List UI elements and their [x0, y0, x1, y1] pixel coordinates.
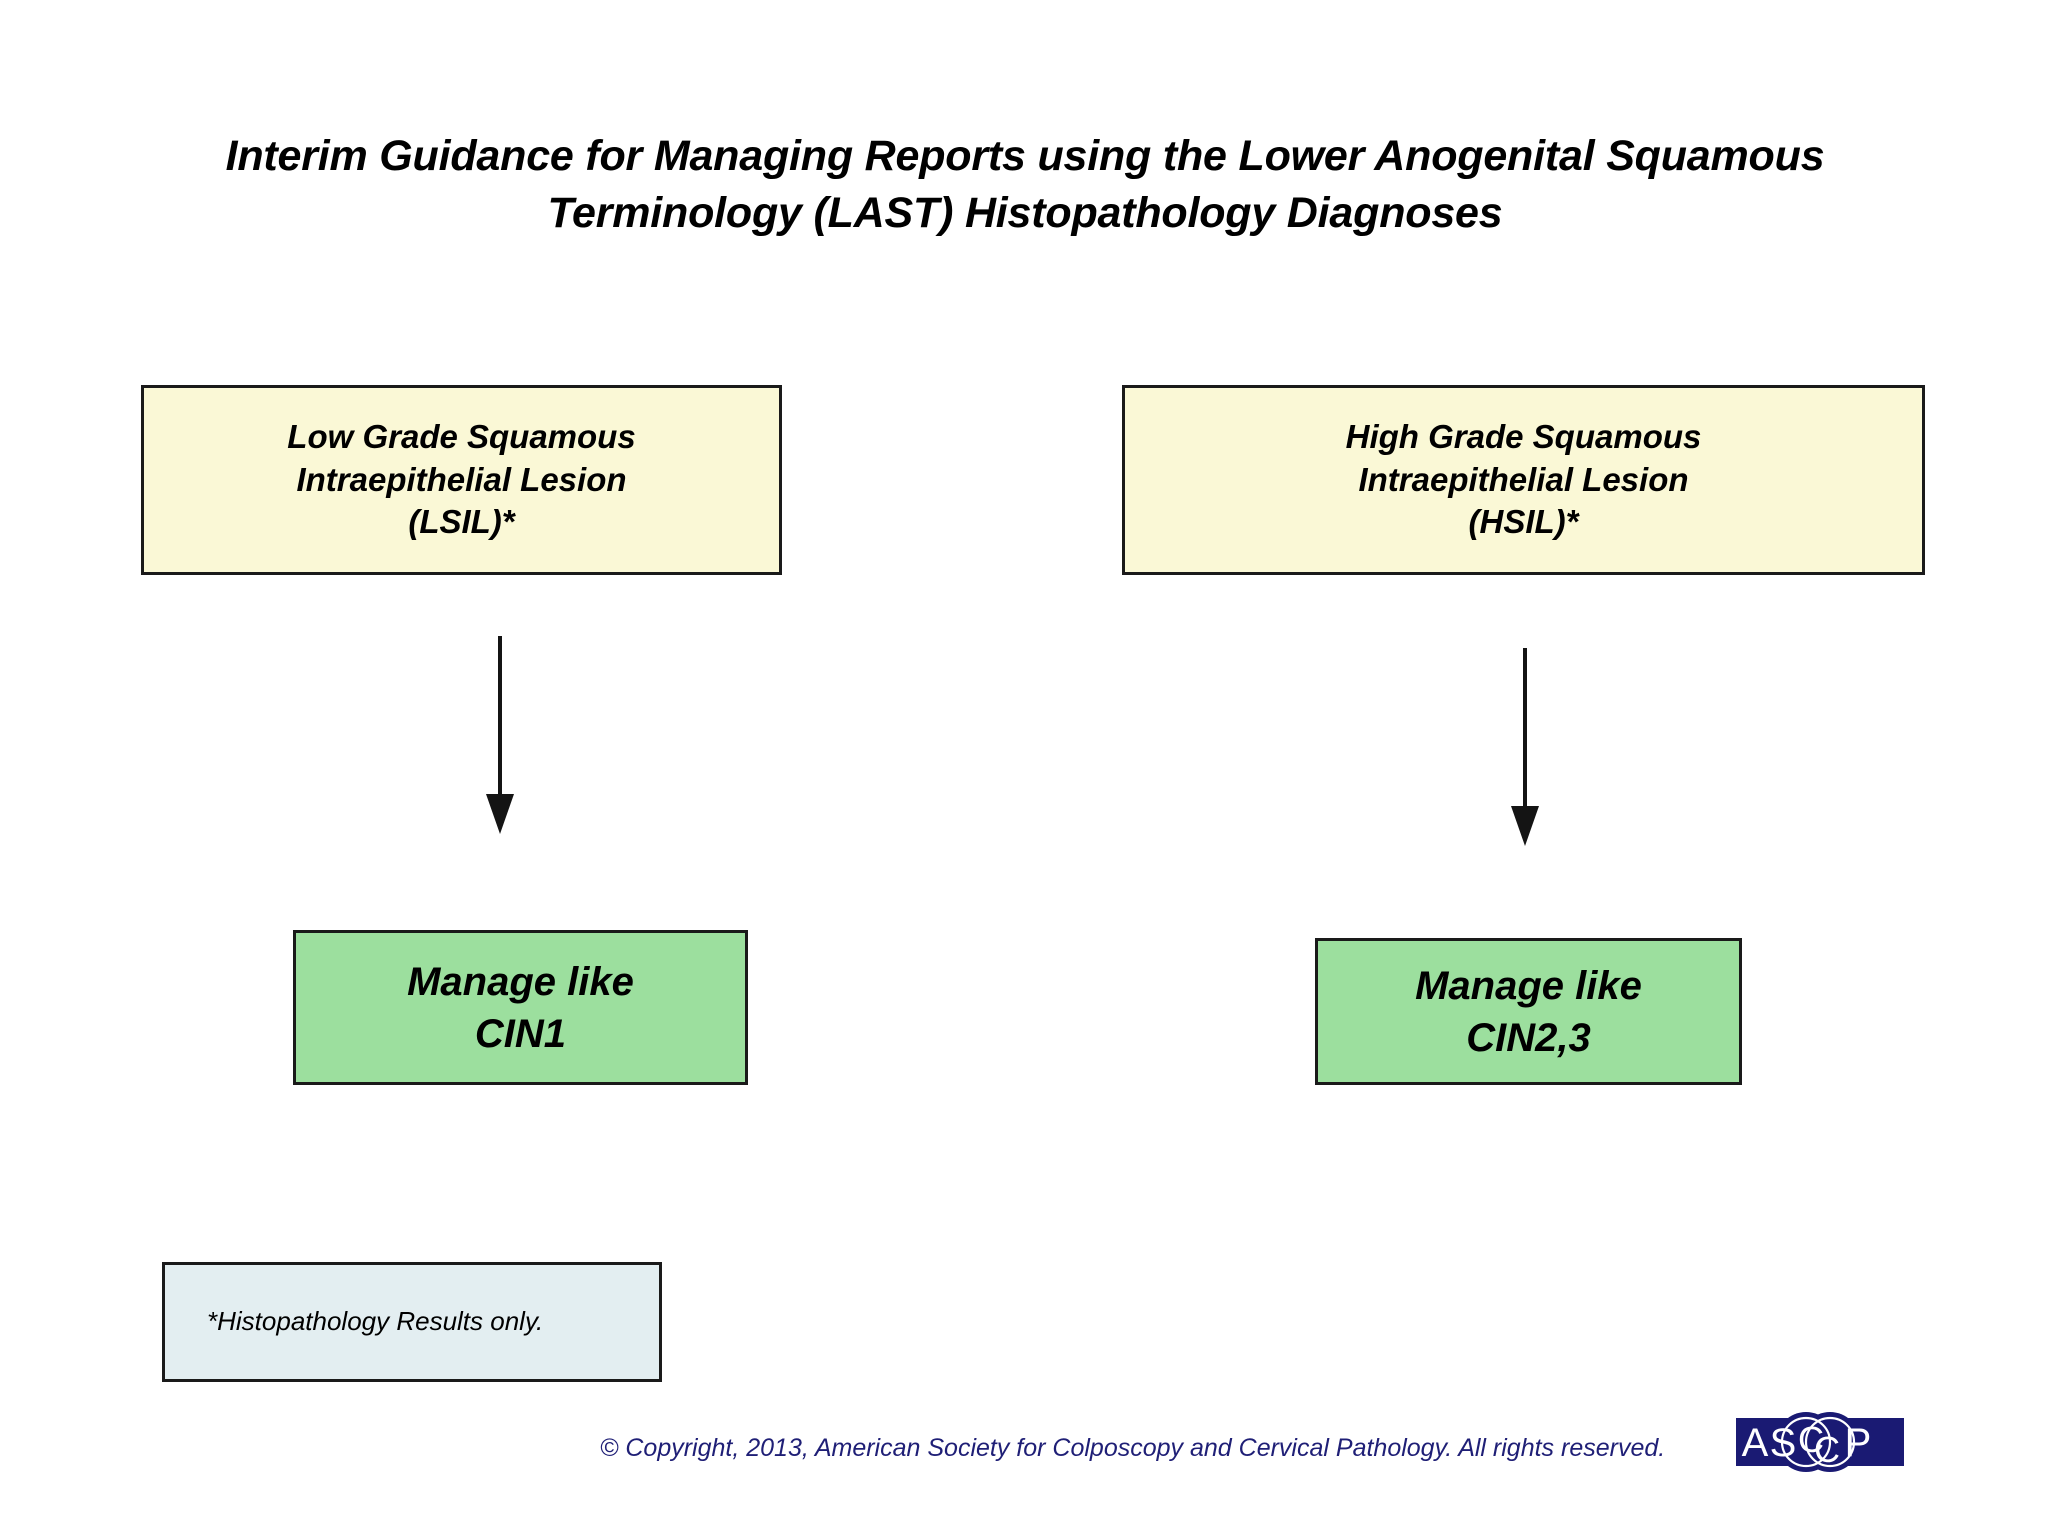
- cin1-line-2: CIN1: [474, 1011, 567, 1056]
- manage-like-cin23-box: Manage like CIN2,3: [1315, 938, 1742, 1085]
- cin23-box-text: Manage like CIN2,3: [1415, 960, 1642, 1064]
- asccp-letter-c2: C: [1814, 1429, 1840, 1470]
- lsil-box-text: Low Grade Squamous Intraepithelial Lesio…: [287, 416, 635, 545]
- down-arrow-icon-right: [1511, 648, 1539, 846]
- lsil-line-1: Low Grade Squamous: [287, 417, 636, 455]
- asccp-letter-a: A: [1742, 1421, 1769, 1465]
- page-title: Interim Guidance for Managing Reports us…: [120, 128, 1930, 242]
- cin1-line-1: Manage like: [407, 959, 634, 1004]
- footnote-text: *Histopathology Results only.: [207, 1306, 544, 1337]
- page-title-line-2: Terminology (LAST) Histopathology Diagno…: [547, 188, 1503, 237]
- cin1-box-text: Manage like CIN1: [407, 956, 634, 1060]
- copyright-notice: © Copyright, 2013, American Society for …: [600, 1434, 1666, 1462]
- hsil-box-text: High Grade Squamous Intraepithelial Lesi…: [1346, 416, 1702, 545]
- lsil-diagnosis-box: Low Grade Squamous Intraepithelial Lesio…: [141, 385, 782, 575]
- down-arrow-icon-left: [486, 636, 514, 834]
- asccp-logo: A S C C P: [1736, 1412, 1904, 1472]
- hsil-diagnosis-box: High Grade Squamous Intraepithelial Lesi…: [1122, 385, 1925, 575]
- page-title-line-1: Interim Guidance for Managing Reports us…: [225, 132, 1825, 180]
- lsil-line-2: Intraepithelial Lesion: [296, 460, 627, 498]
- cin23-line-2: CIN2,3: [1466, 1015, 1591, 1060]
- asccp-letter-p: P: [1845, 1421, 1872, 1465]
- cin23-line-1: Manage like: [1415, 963, 1642, 1008]
- hsil-line-1: High Grade Squamous: [1345, 417, 1702, 455]
- footnote-box: *Histopathology Results only.: [162, 1262, 662, 1382]
- manage-like-cin1-box: Manage like CIN1: [293, 930, 748, 1085]
- asccp-letter-c1: C: [1798, 1419, 1824, 1460]
- lsil-line-3: (LSIL)*: [408, 503, 515, 541]
- hsil-line-2: Intraepithelial Lesion: [1358, 460, 1689, 498]
- hsil-line-3: (HSIL)*: [1468, 503, 1579, 541]
- asccp-letter-s: S: [1770, 1421, 1797, 1465]
